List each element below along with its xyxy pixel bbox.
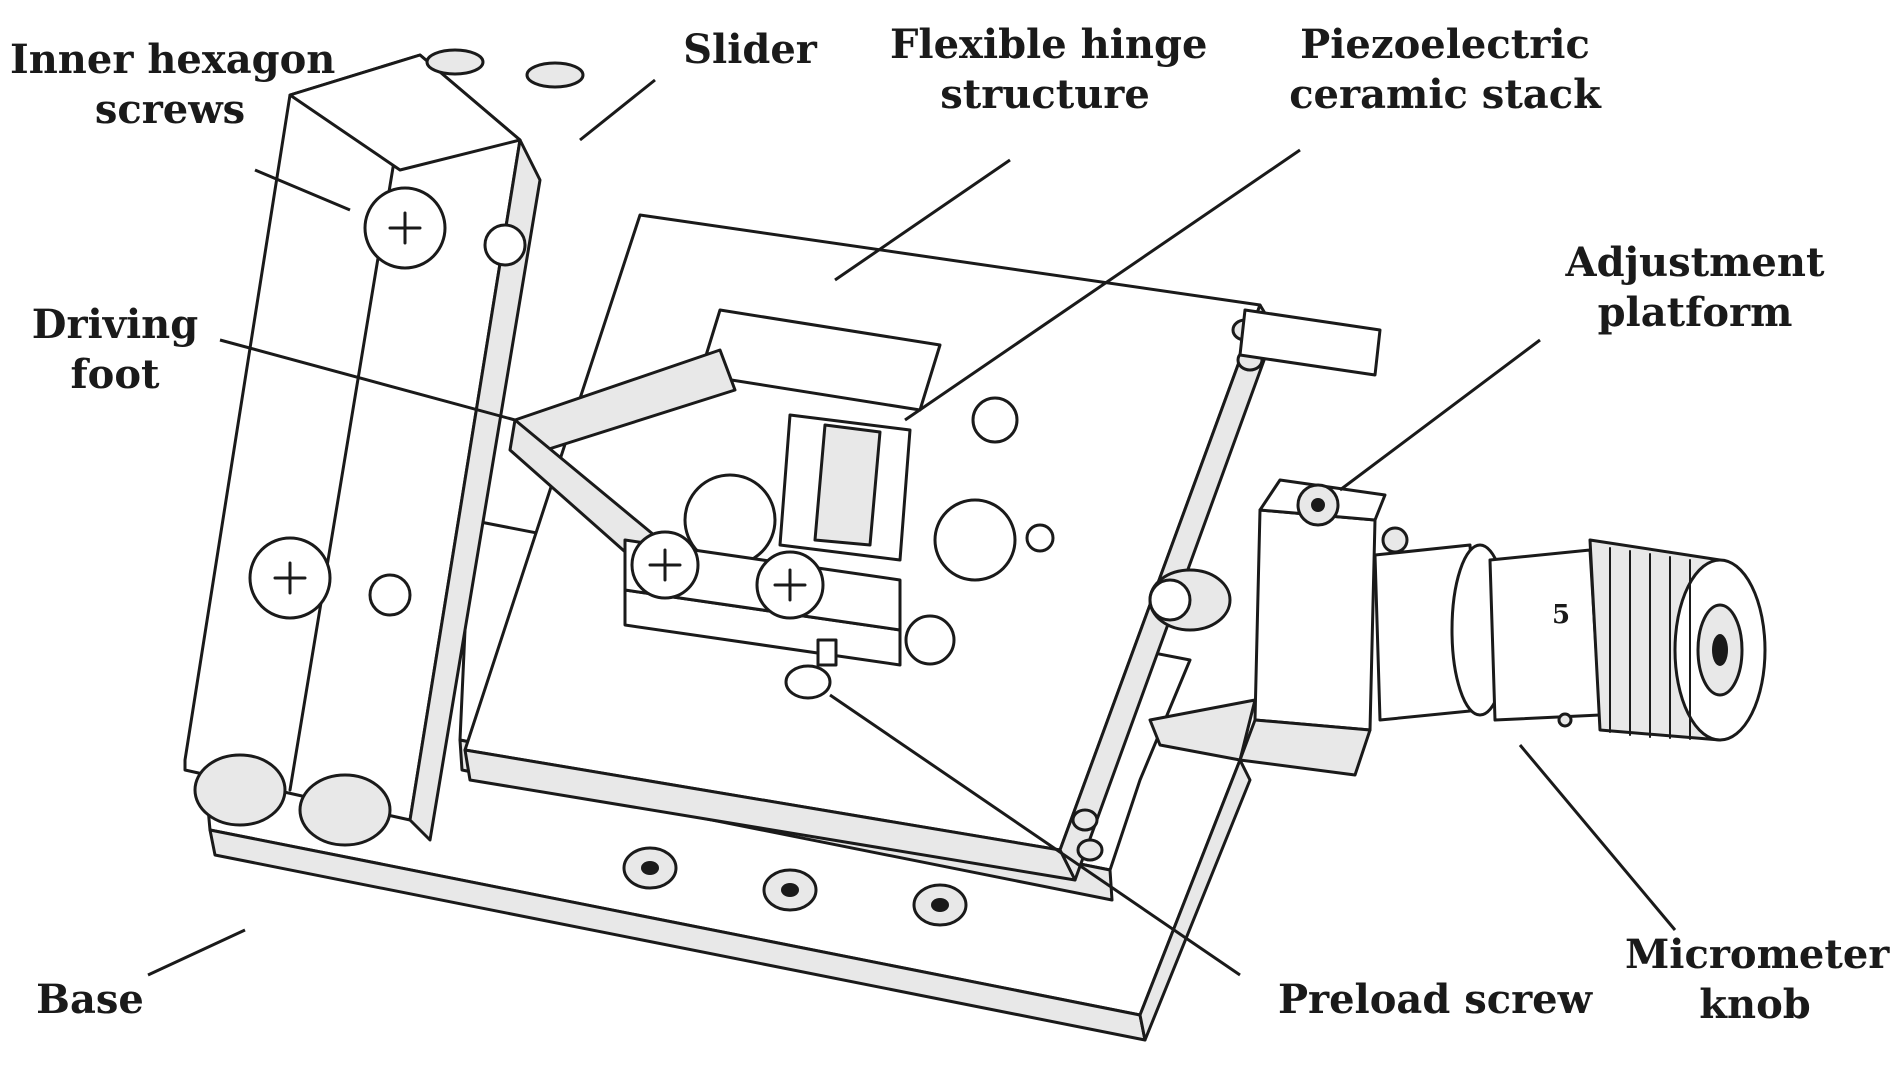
- label-piezoelectric-ceramic-stack: Piezoelectric ceramic stack: [1289, 21, 1601, 118]
- adjustment-platform: [1148, 308, 1387, 777]
- slider-bar: [183, 48, 585, 847]
- label-micrometer-knob: Micrometer knob: [1625, 931, 1890, 1028]
- micrometer-knob: [1373, 526, 1767, 742]
- leader-lines: [147, 78, 1677, 977]
- label-flexible-hinge-structure: Flexible hinge structure: [890, 21, 1208, 118]
- label-slider: Slider: [683, 26, 817, 73]
- label-inner-hexagon-screws: Inner hexagon screws: [10, 36, 336, 133]
- label-preload-screw: Preload screw: [1277, 976, 1593, 1023]
- label-base: Base: [36, 976, 144, 1023]
- label-adjustment-platform: Adjustment platform: [1565, 239, 1825, 336]
- micrometer-scale-digit: 5: [1552, 600, 1571, 630]
- label-driving-foot: Driving foot: [31, 301, 199, 398]
